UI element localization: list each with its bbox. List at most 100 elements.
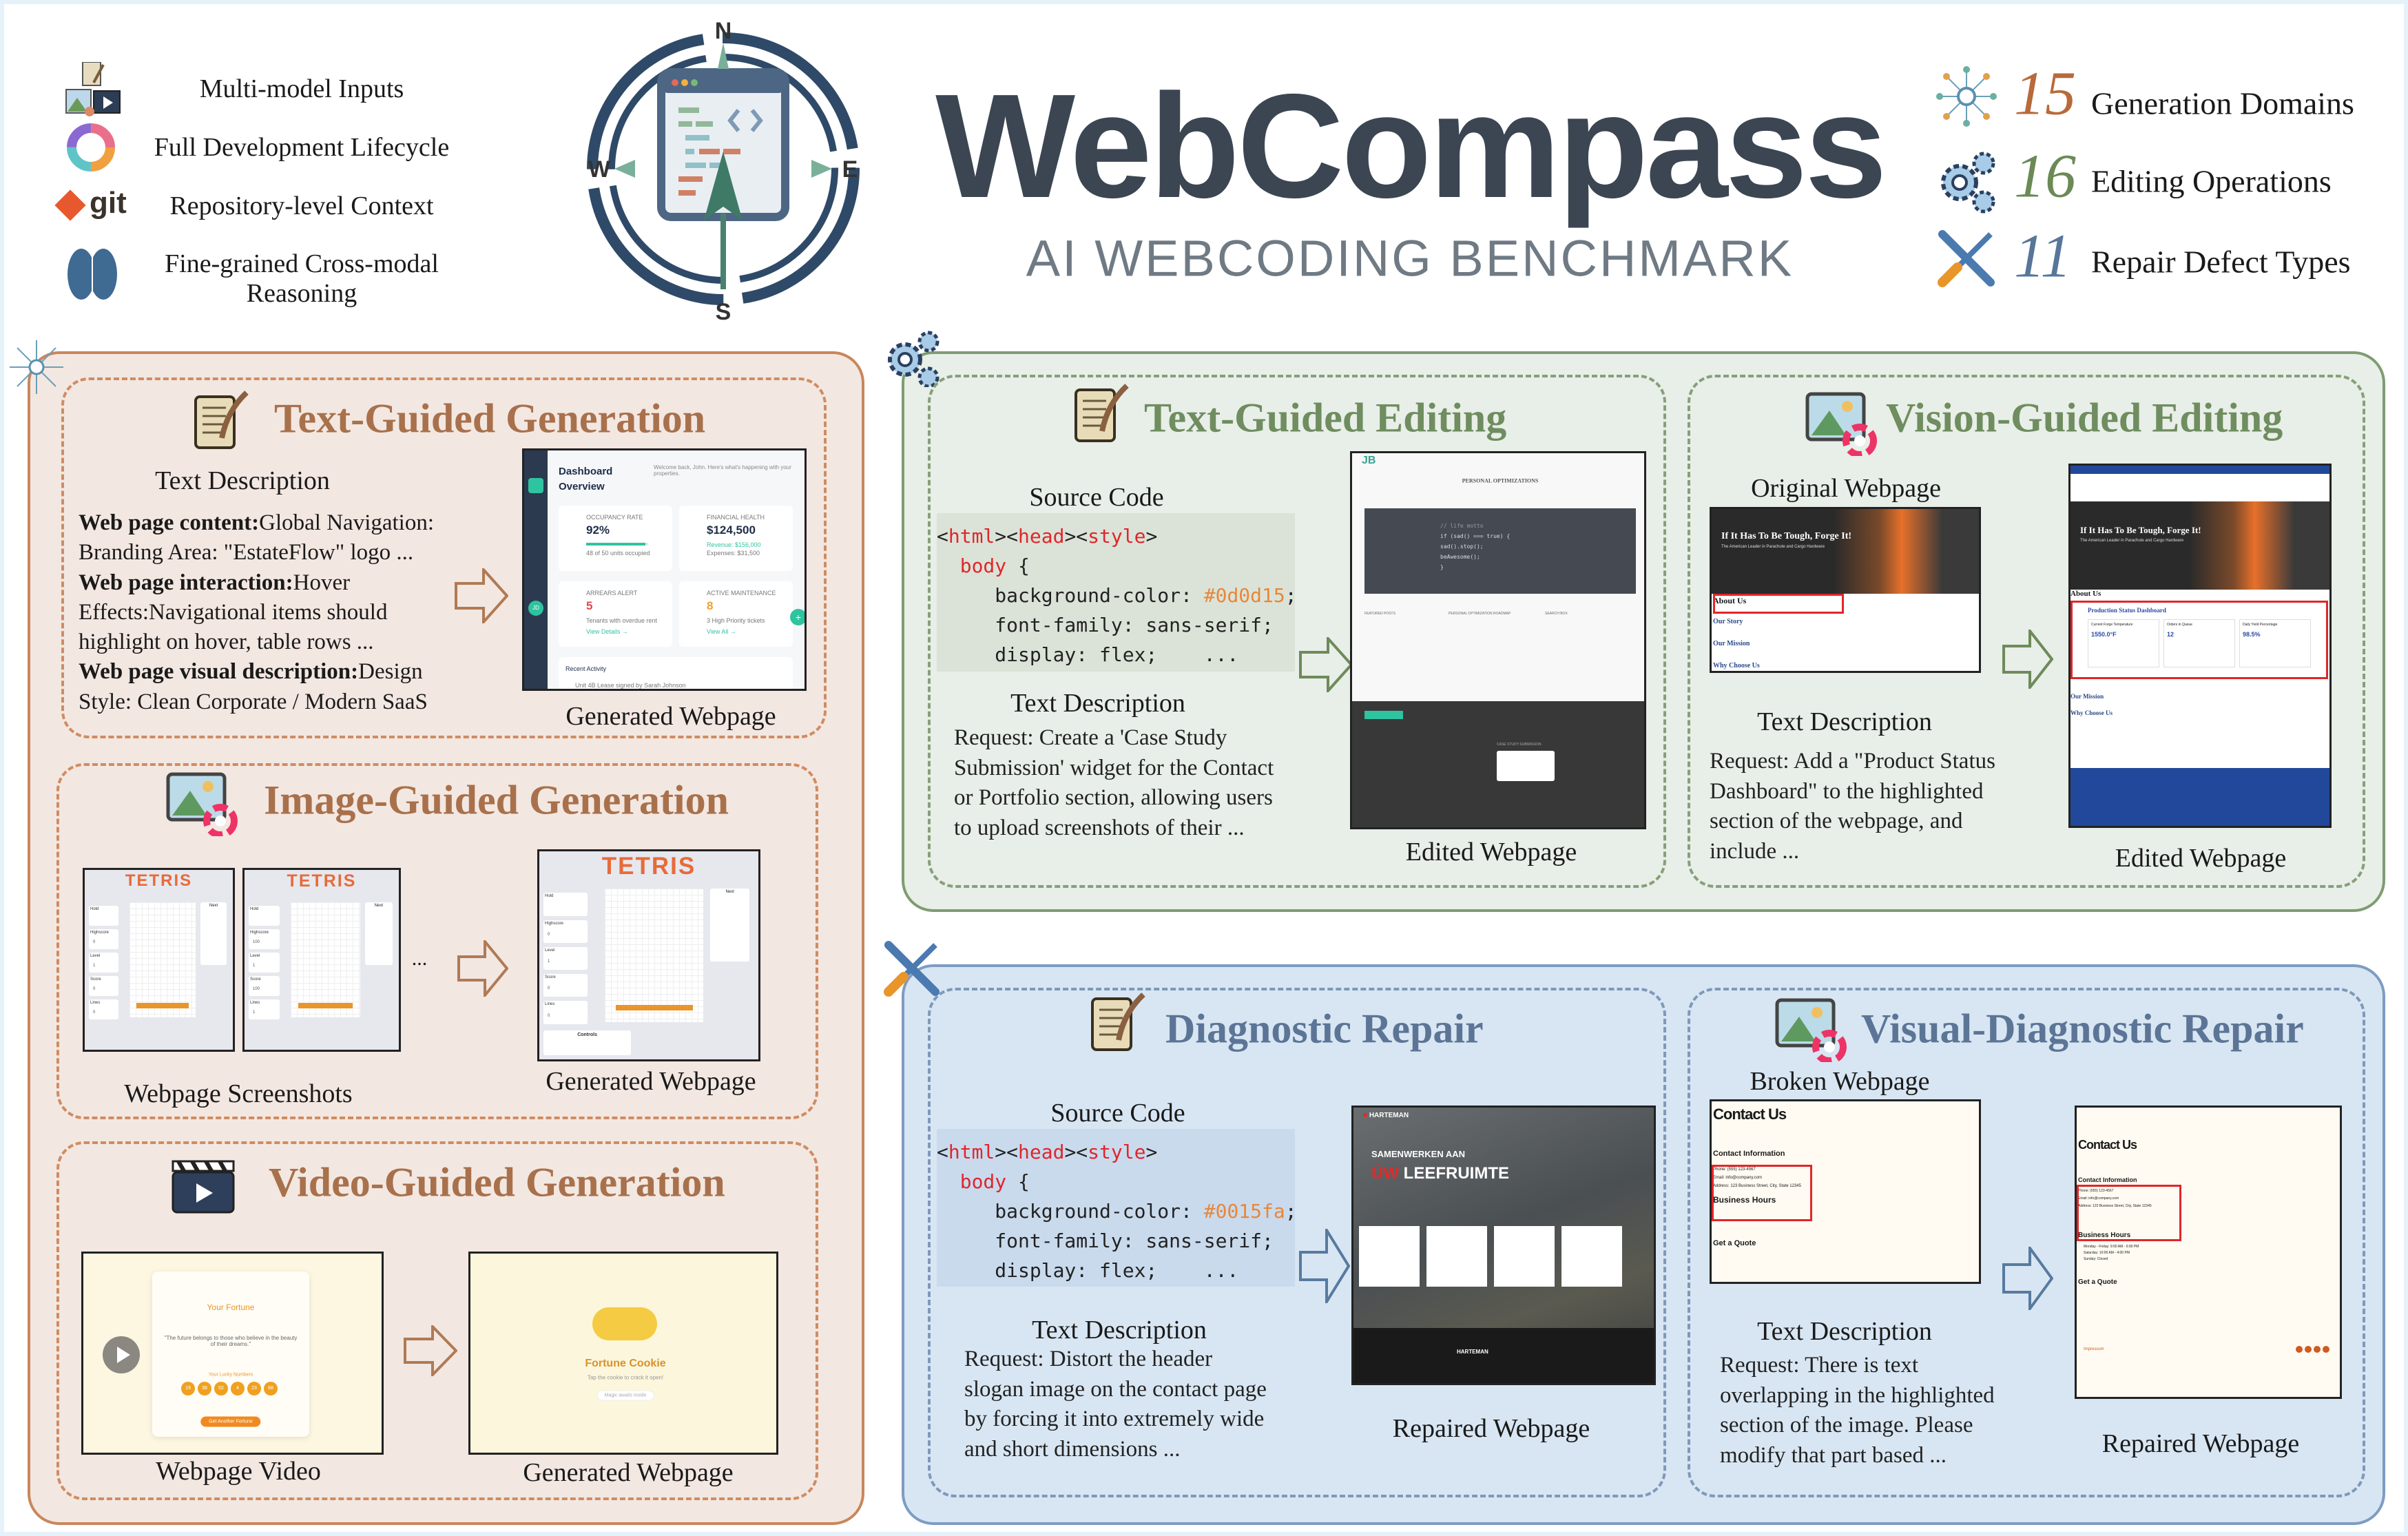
tetris-next: Next xyxy=(364,902,393,966)
metric-label: Orders in Queue xyxy=(2167,623,2192,627)
section-heading: Our Mission xyxy=(1713,640,1750,647)
code-token: html xyxy=(948,1141,995,1163)
tetris-stat-value: 0 xyxy=(93,940,96,944)
tetris-logo: TETRIS xyxy=(287,871,357,891)
impressum-link[interactable]: Impressum xyxy=(2084,1347,2104,1351)
contact-detail: Address: 123 Business Street, City, Stat… xyxy=(1713,1184,1801,1188)
image-guided-generation-card xyxy=(56,763,818,1119)
text-description-heading: Text Description xyxy=(1010,689,1185,718)
slogan-line: ÚW LEEFRUIMTE xyxy=(1371,1164,1509,1183)
image-palette-icon xyxy=(166,772,238,836)
code-line: <html><head><style> xyxy=(937,1137,1295,1167)
tetris-stat-label: Highscore xyxy=(249,929,280,949)
code-line: display: flex; ... xyxy=(937,1256,1295,1285)
slogan-line: SAMENWERKEN AAN xyxy=(1371,1149,1466,1159)
stat-number: 11 xyxy=(2014,222,2072,291)
code-token: > xyxy=(1145,1141,1158,1163)
stat-label: Repair Defect Types xyxy=(2091,244,2351,280)
source-code-block: <html><head><style> body { background-co… xyxy=(937,513,1295,672)
desc-line: Web page content:Global Navigation: xyxy=(79,510,435,535)
tetris-stat-label: Lines xyxy=(249,999,280,1019)
code-line: body { xyxy=(937,1167,1295,1196)
text-guided-generation-card xyxy=(61,377,827,738)
gears-icon xyxy=(1941,152,1995,214)
git-icon: git xyxy=(54,186,132,226)
case-study-upload-widget[interactable] xyxy=(1497,751,1555,781)
play-icon xyxy=(117,1347,130,1363)
footer-brand: HARTEMAN xyxy=(1457,1349,1488,1355)
compass-n: N xyxy=(715,18,732,44)
add-fab-button[interactable]: + xyxy=(790,609,805,625)
view-all-link[interactable]: View All → xyxy=(707,628,736,635)
lucky-number: 19 xyxy=(181,1382,195,1395)
contact-detail: Email: info@company.com xyxy=(1713,1176,1763,1180)
hero-title: If It Has To Be Tough, Forge It! xyxy=(1721,531,1852,541)
arrow-right-icon xyxy=(455,568,508,623)
get-another-fortune-button[interactable]: Get Another Fortune xyxy=(200,1416,261,1427)
code-line: display: flex; ... xyxy=(937,640,1295,670)
panel-title: Diagnostic Repair xyxy=(1165,1006,1484,1052)
clapperboard-icon xyxy=(172,1160,235,1214)
original-webpage-label: Original Webpage xyxy=(1751,474,1941,503)
tetris-stat-value: 0 xyxy=(548,1013,550,1018)
code-token: #0015fa xyxy=(1203,1200,1285,1223)
scroll-quill-icon xyxy=(1091,993,1145,1051)
section-heading: About Us xyxy=(2070,590,2101,598)
quote-heading: Get a Quote xyxy=(2078,1278,2117,1286)
tetris-stat-value: 1 xyxy=(253,963,256,968)
diagnostic-repair-card xyxy=(928,988,1666,1497)
social-icons xyxy=(2296,1346,2329,1353)
tetris-stat-value: 1 xyxy=(548,959,550,964)
production-status-dashboard: Production Status Dashboard xyxy=(2088,607,2166,614)
tetris-stat-value: 100 xyxy=(253,986,260,991)
tetris-stat-value: 0 xyxy=(93,986,96,991)
code-token: > xyxy=(1145,525,1158,548)
code-token: < xyxy=(937,1141,948,1163)
code-token: background-color: xyxy=(937,584,1204,607)
code-line: font-family: sans-serif; xyxy=(937,610,1295,640)
compass-s: S xyxy=(716,299,731,324)
panel-title: Text-Guided Editing xyxy=(1144,395,1507,441)
tetris-board xyxy=(605,889,704,1022)
tetris-stat-label: Hold xyxy=(249,906,280,926)
metric-value: 1550.0°F xyxy=(2091,631,2117,638)
view-details-link[interactable]: View Details → xyxy=(586,628,628,635)
text-description-heading: Text Description xyxy=(155,466,330,495)
stat-card: ARREARS ALERT 5 Tenants with overdue ren… xyxy=(559,581,672,647)
output-label: Repaired Webpage xyxy=(1392,1414,1590,1443)
output-label: Generated Webpage xyxy=(523,1458,734,1487)
section-label: FEATURED POSTS xyxy=(1364,612,1395,616)
generated-fortune-webpage: Fortune Cookie Tap the cookie to crack i… xyxy=(468,1252,778,1455)
code-token: body xyxy=(959,1170,1007,1193)
original-webpage-screenshot: If It Has To Be Tough, Forge It! The Ame… xyxy=(1710,507,1981,673)
tetris-stat-label: Highscore xyxy=(89,929,118,949)
code-token: ; xyxy=(1285,584,1295,607)
multimodal-inputs-icon xyxy=(65,62,121,116)
tetris-stat-label: Score xyxy=(89,975,118,996)
network-icon xyxy=(10,340,63,394)
tetris-stat-label: Level xyxy=(543,946,588,971)
compass-e: E xyxy=(842,156,858,183)
edited-webpage-screenshot: If It Has To Be Tough, Forge It! The Ame… xyxy=(2068,464,2332,828)
dark-footer: HARTEMAN xyxy=(1353,1328,1654,1383)
code-token xyxy=(937,1170,960,1193)
stat-card: FINANCIAL HEALTH $124,500 Revenue: $156,… xyxy=(679,506,793,571)
feature-label: Reasoning xyxy=(246,279,357,308)
code-token: #0d0d15 xyxy=(1203,584,1285,607)
tetris-controls: Controls xyxy=(543,1030,632,1055)
play-button[interactable] xyxy=(103,1336,140,1373)
recent-activity-card: Recent Activity Unit 4B Lease signed by … xyxy=(559,657,793,689)
harteman-logo: ■ HARTEMAN xyxy=(1363,1112,1409,1119)
highlight-box xyxy=(1712,1165,1812,1221)
panel-title: Visual-Diagnostic Repair xyxy=(1861,1006,2304,1052)
